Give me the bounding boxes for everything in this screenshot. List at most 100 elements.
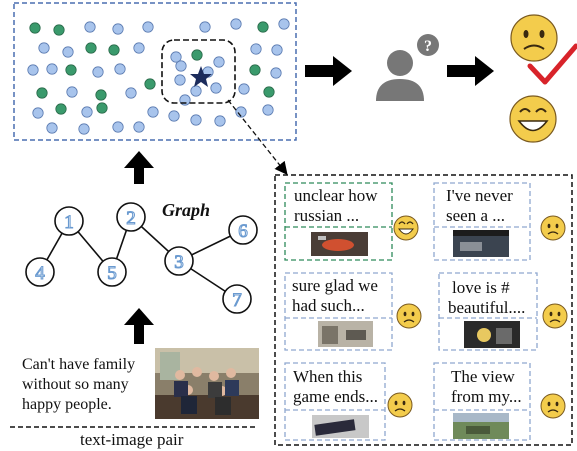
embedding-point bbox=[270, 67, 282, 79]
embedding-point bbox=[46, 122, 58, 134]
embedding-point bbox=[142, 21, 154, 33]
embedding-point bbox=[108, 44, 120, 56]
graph-node-5 bbox=[97, 257, 127, 287]
card-5-line-2: game ends... bbox=[293, 387, 378, 406]
embedding-point bbox=[62, 46, 74, 58]
embedding-point bbox=[29, 22, 41, 34]
card-frame-5 bbox=[284, 362, 386, 441]
graph-node-label-6: 6 bbox=[238, 221, 248, 242]
card-2-line-1: I've never bbox=[446, 186, 513, 205]
embedding-point bbox=[27, 64, 39, 76]
card-1-line-2: russian ... bbox=[294, 206, 360, 225]
embedding-point bbox=[125, 87, 137, 99]
embedding-point bbox=[170, 51, 182, 63]
embedding-point bbox=[133, 42, 145, 54]
pair-caption-line-2: without so many bbox=[22, 376, 129, 393]
pair-label: text-image pair bbox=[80, 430, 184, 449]
embedding-point bbox=[92, 66, 104, 78]
embedding-point bbox=[78, 123, 90, 135]
arrow-to-outcome bbox=[447, 56, 494, 86]
embedding-point bbox=[210, 82, 222, 94]
card-thumb-4 bbox=[464, 321, 520, 348]
graph-node-label-5: 5 bbox=[107, 263, 117, 284]
family-photo bbox=[155, 348, 259, 419]
card-emoji-4-sad-icon bbox=[542, 303, 568, 329]
card-frame-6 bbox=[433, 362, 531, 441]
embedding-point bbox=[278, 18, 290, 30]
svg-text:?: ? bbox=[424, 38, 432, 55]
card-4-line-2: beautiful.... bbox=[448, 298, 526, 317]
graph-node-1 bbox=[54, 206, 84, 236]
embedding-point bbox=[213, 56, 225, 68]
card-emoji-3-sad-icon bbox=[396, 303, 422, 329]
embedding-point bbox=[84, 21, 96, 33]
embedding-point bbox=[263, 86, 275, 98]
graph-node-label-3: 3 bbox=[174, 252, 184, 273]
graph-node-6 bbox=[228, 215, 258, 245]
embedding-point bbox=[214, 115, 226, 127]
graph-node-4 bbox=[25, 257, 55, 287]
embedding-point bbox=[168, 110, 180, 122]
embedding-point bbox=[81, 106, 93, 118]
embedding-point bbox=[55, 103, 67, 115]
embedding-point bbox=[271, 44, 283, 56]
arrow-pair-to-graph bbox=[124, 308, 154, 344]
sad-face-icon bbox=[510, 14, 558, 62]
retrieved-neighbors-panel bbox=[274, 174, 573, 446]
card-thumb-3 bbox=[318, 321, 373, 347]
embedding-space-box bbox=[13, 2, 297, 141]
embedding-point bbox=[190, 114, 202, 126]
embedding-point bbox=[230, 18, 242, 30]
embedding-point bbox=[250, 43, 262, 55]
embedding-point bbox=[238, 83, 250, 95]
card-3-line-1: sure glad we bbox=[292, 276, 378, 295]
card-1-line-1: unclear how bbox=[294, 186, 378, 205]
user-question-icon: ? bbox=[376, 34, 439, 101]
graph-node-7 bbox=[222, 284, 252, 314]
card-4-line-1: love is # bbox=[452, 278, 510, 297]
query-star-icon bbox=[190, 66, 212, 87]
embedding-point bbox=[38, 42, 50, 54]
card-frame-1 bbox=[284, 182, 393, 261]
checkmark-icon bbox=[527, 43, 577, 85]
embedding-point bbox=[133, 121, 145, 133]
embedding-point bbox=[66, 86, 78, 98]
card-thumb-5 bbox=[312, 415, 369, 438]
embedding-point bbox=[85, 42, 97, 54]
card-5-line-1: When this bbox=[293, 367, 363, 386]
embedding-point bbox=[46, 63, 58, 75]
card-sad-emojis bbox=[387, 215, 568, 419]
card-emoji-1-happy-icon bbox=[393, 215, 419, 241]
zoom-line bbox=[227, 99, 288, 176]
card-2-line-2: seen a ... bbox=[446, 206, 506, 225]
embedding-point bbox=[32, 107, 44, 119]
embedding-point bbox=[96, 102, 108, 114]
card-3-line-2: had such... bbox=[292, 296, 365, 315]
embedding-point bbox=[65, 64, 77, 76]
embedding-point bbox=[144, 78, 156, 90]
happy-face-icon bbox=[509, 95, 557, 143]
graph-node-3 bbox=[164, 246, 194, 276]
card-frame-4 bbox=[438, 272, 538, 351]
card-thumb-6 bbox=[453, 413, 509, 439]
embedding-point bbox=[174, 74, 186, 86]
embedding-point bbox=[36, 87, 48, 99]
arrow-graph-to-space bbox=[124, 151, 154, 184]
card-6-line-2: from my... bbox=[451, 387, 522, 406]
card-emoji-6-sad-icon bbox=[540, 393, 566, 419]
embedding-point bbox=[112, 23, 124, 35]
card-thumb-2 bbox=[453, 230, 509, 257]
embedding-point bbox=[199, 21, 211, 33]
card-thumb-1 bbox=[311, 232, 368, 256]
graph-node-label-2: 2 bbox=[126, 208, 136, 229]
embedding-point bbox=[53, 24, 65, 36]
embedding-points bbox=[27, 18, 290, 135]
embedding-point bbox=[114, 63, 126, 75]
embedding-point bbox=[190, 85, 202, 97]
card-frame-2 bbox=[433, 182, 531, 261]
embedding-point bbox=[112, 121, 124, 133]
embedding-point bbox=[95, 89, 107, 101]
embedding-point bbox=[249, 64, 261, 76]
